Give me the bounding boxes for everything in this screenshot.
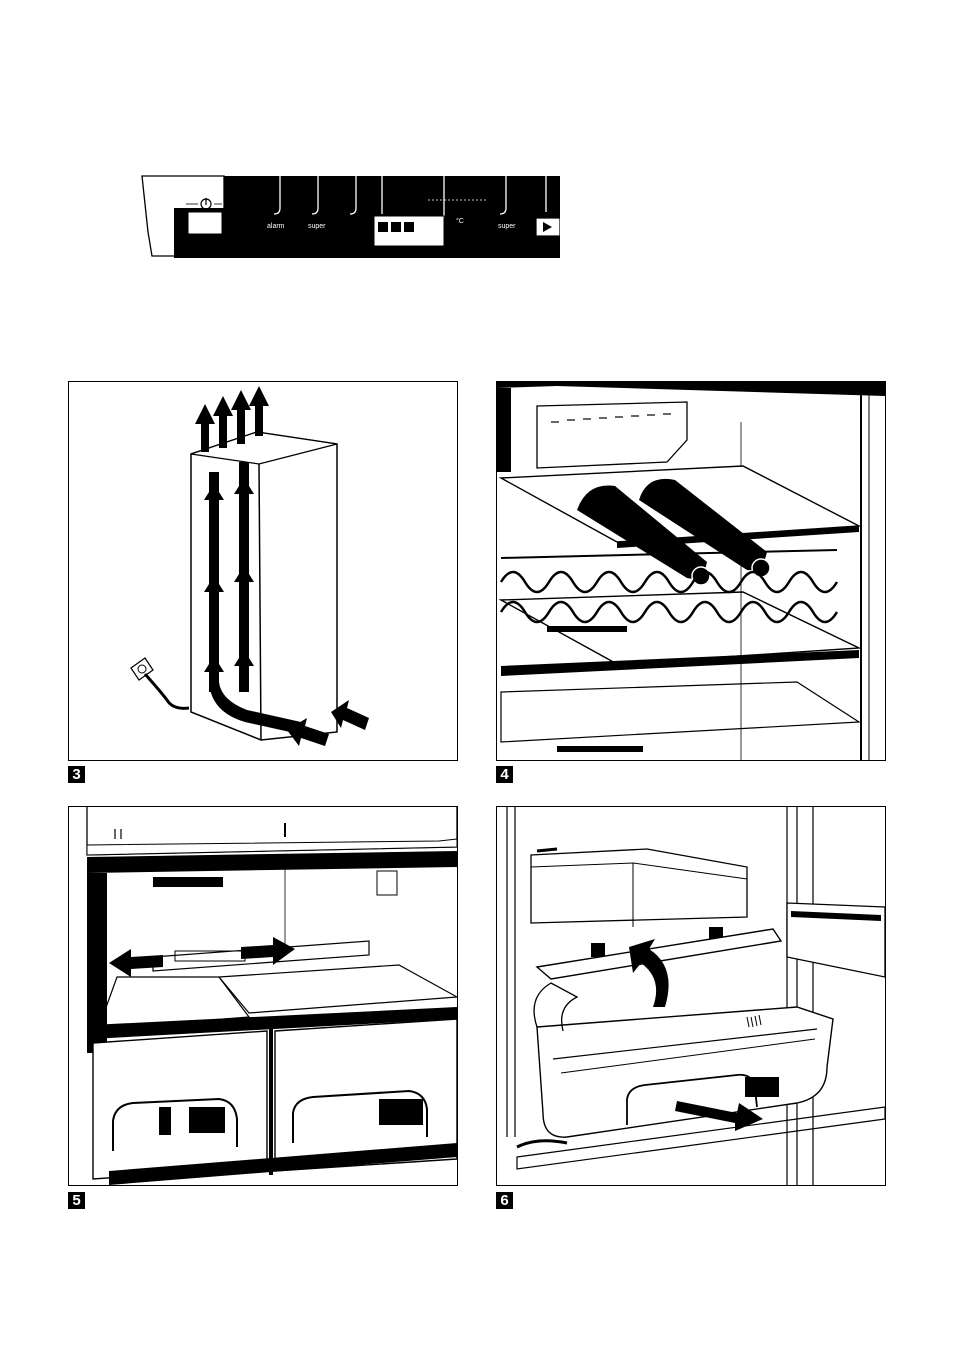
alarm-label: alarm: [267, 223, 285, 230]
figure-crisper-drawer: [496, 806, 886, 1186]
figure-drawer-divider: [68, 806, 458, 1186]
airflow-ventilation-illustration: [69, 382, 457, 760]
control-panel: alarm super °C super: [138, 172, 560, 264]
super-label-right: super: [498, 223, 516, 230]
celsius-label: °C: [456, 218, 464, 225]
figure-number-5: 5: [68, 1192, 85, 1209]
figure-number-6: 6: [496, 1192, 513, 1209]
figure-wine-rack: [496, 381, 886, 761]
figure-airflow: [68, 381, 458, 761]
crisper-drawer-removal-illustration: [497, 807, 885, 1185]
figure-number-4: 4: [496, 766, 513, 783]
wine-bottle-rack-illustration: [497, 382, 885, 760]
drawer-divider-illustration: [69, 807, 457, 1185]
super-label-left: super: [308, 223, 326, 230]
figure-number-3: 3: [68, 766, 85, 783]
power-socket-icon: [131, 658, 153, 680]
